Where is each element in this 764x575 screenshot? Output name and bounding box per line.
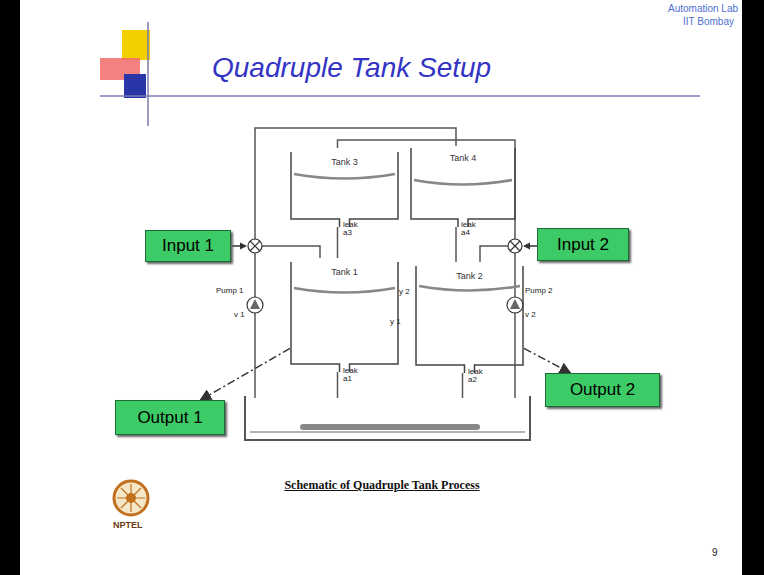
signal-label: v 2 xyxy=(525,311,536,319)
slide-title: Quadruple Tank Setup xyxy=(212,52,491,84)
tank: Tank 1 xyxy=(290,262,399,372)
signal-box: Output 2 xyxy=(545,373,660,407)
tank: Tank 4 xyxy=(410,148,516,227)
input-arrow xyxy=(523,243,530,250)
pipe xyxy=(262,246,320,258)
reservoir xyxy=(245,396,530,440)
nptel-logo xyxy=(114,481,148,515)
signal-label: v 1 xyxy=(234,311,245,319)
institute-name: IIT Bombay xyxy=(683,17,734,28)
tank-wall xyxy=(291,262,398,372)
leak-label: leak a3 xyxy=(343,221,367,238)
tank: Tank 2 xyxy=(415,266,524,373)
figure-caption: Schematic of Quadruple Tank Process xyxy=(222,478,542,493)
leak-label: leak a2 xyxy=(468,368,492,385)
output-pointer xyxy=(200,348,290,400)
slide-ground xyxy=(20,0,742,575)
signal-name: Input 2 xyxy=(557,235,609,255)
tank-wall xyxy=(416,266,523,373)
reservoir-water xyxy=(250,431,525,433)
tank-label: Tank 3 xyxy=(290,157,399,167)
signal-name: Input 1 xyxy=(162,236,214,256)
signal-box: Input 1 xyxy=(145,230,231,262)
pipe xyxy=(337,227,339,258)
pipe xyxy=(255,128,456,398)
pipe xyxy=(337,372,339,398)
valve-symbol xyxy=(250,241,260,251)
pipe xyxy=(480,246,508,262)
pipe xyxy=(462,373,464,398)
tank-wall xyxy=(291,152,398,227)
pump-label: Pump 1 xyxy=(216,287,244,295)
tank-label: Tank 4 xyxy=(410,153,516,163)
pump-label: Pump 2 xyxy=(525,287,553,295)
water-level xyxy=(294,288,395,293)
tank-label: Tank 1 xyxy=(290,267,399,277)
signal-label: y 2 xyxy=(399,288,410,296)
nptel-logo xyxy=(117,484,145,512)
tank-wall xyxy=(411,148,515,227)
lab-name: Automation Lab xyxy=(668,4,738,15)
leak-label: leak a4 xyxy=(461,221,485,238)
valve-symbol xyxy=(510,241,520,251)
valve-symbol xyxy=(248,239,262,253)
pump-symbol xyxy=(507,297,523,313)
page-number: 9 xyxy=(712,548,718,559)
signal-box: Output 1 xyxy=(115,400,225,435)
logo-line xyxy=(147,22,149,126)
input-arrow xyxy=(240,243,247,250)
logo-square xyxy=(122,30,150,60)
pump-symbol xyxy=(247,297,263,313)
signal-name: Output 2 xyxy=(570,380,635,400)
logo-square xyxy=(124,74,146,98)
reservoir-water xyxy=(300,424,480,430)
pump-symbol xyxy=(250,299,260,309)
pipe xyxy=(455,227,457,262)
output-pointer xyxy=(524,348,570,373)
tank-label: Tank 2 xyxy=(415,271,524,281)
input-arrow xyxy=(529,245,537,247)
water-level xyxy=(414,180,512,185)
signal-name: Output 1 xyxy=(137,408,202,428)
leak-label: leak a1 xyxy=(343,367,367,384)
title-rule xyxy=(100,95,700,97)
logo-text: NPTEL xyxy=(113,521,143,530)
pump-symbol xyxy=(510,299,520,309)
tank: Tank 3 xyxy=(290,152,399,227)
signal-label: y 1 xyxy=(390,318,401,326)
tank-outline xyxy=(290,262,399,372)
tank-outline xyxy=(415,266,524,373)
input-arrow xyxy=(232,245,241,247)
signal-box: Input 2 xyxy=(537,228,629,261)
water-level xyxy=(294,174,395,179)
water-level xyxy=(419,286,520,291)
valve-symbol xyxy=(508,239,522,253)
